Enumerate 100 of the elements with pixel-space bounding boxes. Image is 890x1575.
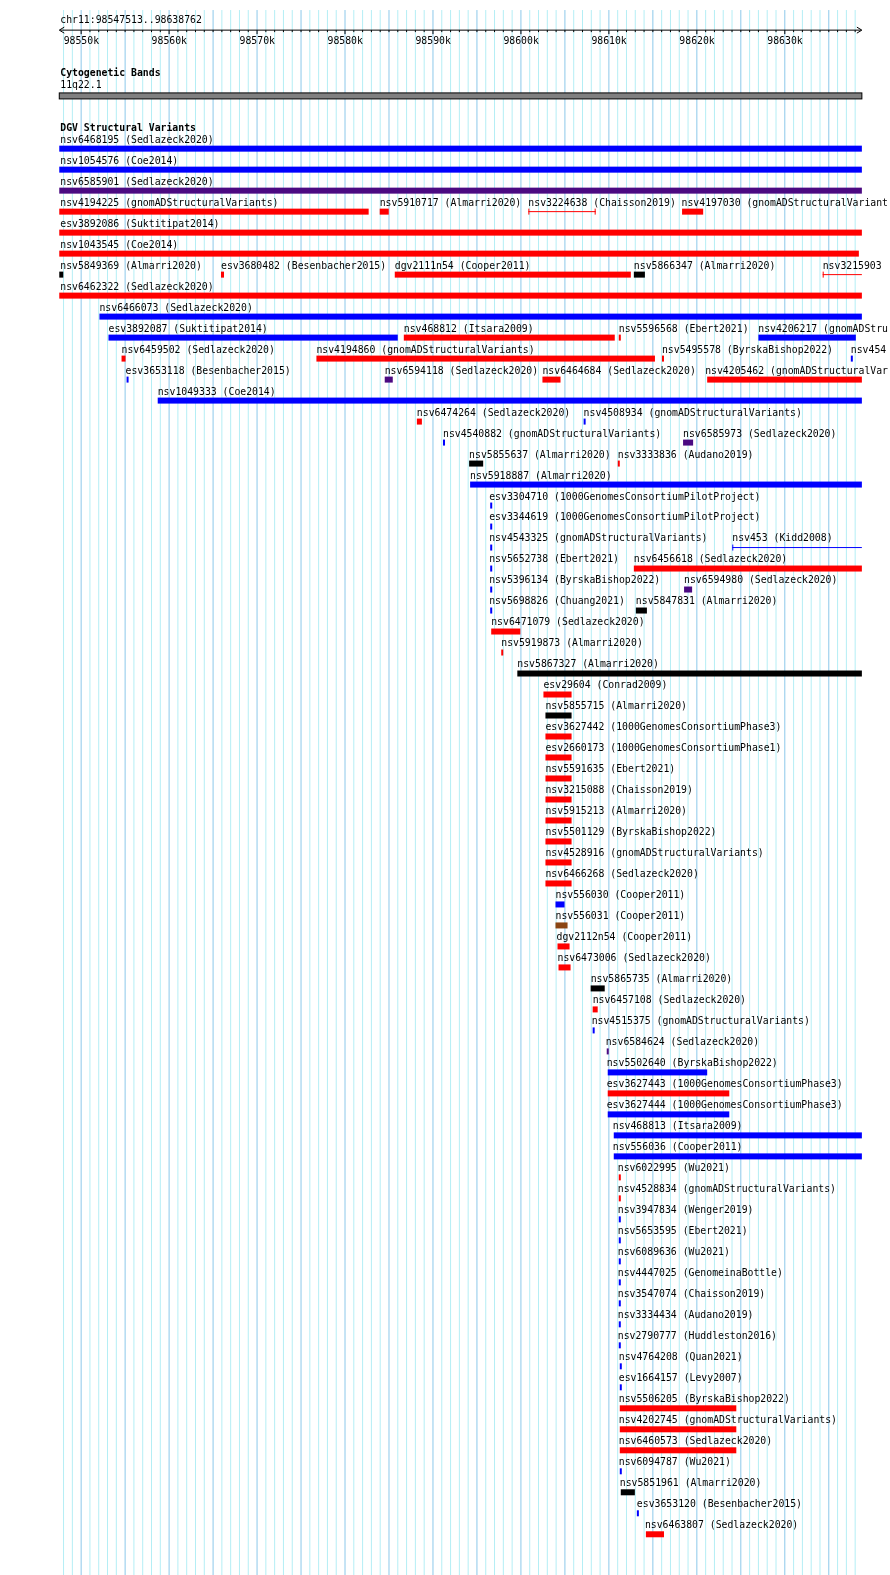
variant-label: nsv4206217 (gnomADStru (758, 322, 888, 334)
variant-label: nsv5855715 (Almarri2020) (545, 700, 687, 712)
variant-label: nsv6457108 (Sedlazeck2020) (592, 994, 746, 1006)
variant-label: esv3680482 (Besenbacher2015) (221, 259, 387, 271)
variant-label: nsv1043545 (Coe2014) (60, 238, 179, 250)
variant-label: nsv454 (850, 343, 887, 355)
variant-label: esv3627444 (1000GenomesConsortiumPhase3) (606, 1099, 843, 1111)
variant-label: nsv556030 (Cooper2011) (555, 889, 686, 901)
variant-label: nsv5591635 (Ebert2021) (545, 763, 676, 775)
variant-label: nsv6585973 (Sedlazeck2020) (683, 427, 837, 439)
variant-label: nsv3215903 (822, 259, 882, 271)
variant-label: nsv6094787 (Wu2021) (618, 1456, 731, 1468)
variant-label: nsv6089636 (Wu2021) (617, 1246, 730, 1258)
variant-label: nsv5847831 (Almarri2020) (635, 595, 778, 607)
tick-label: 98630k (767, 35, 803, 47)
variant-label: nsv6466073 (Sedlazeck2020) (99, 301, 253, 313)
tick-label: 98620k (679, 35, 715, 47)
variant-label: nsv3224638 (Chaisson2019) (528, 196, 676, 208)
variant-label: nsv1054576 (Coe2014) (60, 154, 179, 166)
variant-label: nsv2790777 (Huddleston2016) (617, 1330, 778, 1342)
variant-label: nsv468812 (Itsara2009) (403, 322, 534, 334)
variant-label: nsv5855637 (Almarri2020) (469, 448, 611, 460)
variant-label: nsv4194225 (gnomADStructuralVariants) (60, 196, 279, 208)
variant-label: nsv4540882 (gnomADStructuralVariants) (443, 427, 662, 439)
tick-label: 98600k (503, 35, 539, 47)
variant-label: nsv3547074 (Chaisson2019) (617, 1288, 766, 1300)
variant-label: nsv6468195 (Sedlazeck2020) (60, 133, 214, 145)
variant-label: nsv6584624 (Sedlazeck2020) (605, 1036, 760, 1048)
variant-label: nsv5501129 (ByrskaBishop2022) (545, 826, 717, 838)
variant-label: nsv3947834 (Wenger2019) (617, 1204, 754, 1216)
variant-label: dgv2111n54 (Cooper2011) (394, 259, 531, 271)
variant-label: nsv6459502 (Sedlazeck2020) (121, 343, 275, 355)
track-title: DGV Structural Variants (60, 121, 196, 133)
variant-label: nsv5849369 (Almarri2020) (60, 259, 202, 271)
variant-label: nsv453 (Kidd2008) (732, 532, 833, 544)
variant-label: nsv4515375 (gnomADStructuralVariants) (591, 1015, 810, 1027)
variant-label: nsv6594118 (Sedlazeck2020) (384, 364, 539, 376)
variant-label: nsv5653595 (Ebert2021) (617, 1225, 748, 1237)
variant-label: nsv556031 (Cooper2011) (555, 910, 686, 922)
variant-label: esv3627443 (1000GenomesConsortiumPhase3) (606, 1078, 843, 1090)
variant-label: nsv6464684 (Sedlazeck2020) (542, 364, 696, 376)
variant-label: nsv4194860 (gnomADStructuralVariants) (316, 343, 535, 355)
variant-label: nsv4528834 (gnomADStructuralVariants) (617, 1183, 836, 1195)
variant-label: nsv4528916 (gnomADStructuralVariants) (545, 847, 764, 859)
variant-label: nsv6473006 (Sedlazeck2020) (557, 952, 711, 964)
variant-label: nsv4447025 (GenomeinaBottle) (617, 1267, 783, 1279)
variant-label: nsv4508934 (gnomADStructuralVariants) (583, 406, 802, 418)
variant-label: nsv1049333 (Coe2014) (157, 385, 276, 397)
track-title: Cytogenetic Bands (60, 67, 161, 79)
variant-label: nsv5506205 (ByrskaBishop2022) (618, 1393, 790, 1405)
variant-label: nsv5915213 (Almarri2020) (545, 805, 687, 817)
variant-label: esv29604 (Conrad2009) (543, 679, 668, 691)
variant-label: nsv6460573 (Sedlazeck2020) (618, 1435, 773, 1447)
variant-label: nsv4764208 (Quan2021) (618, 1351, 743, 1363)
variant-label: nsv468813 (Itsara2009) (612, 1120, 743, 1132)
variant-label: esv3627442 (1000GenomesConsortiumPhase3) (545, 721, 782, 733)
variant-label: nsv5396134 (ByrskaBishop2022) (489, 574, 661, 586)
variant-label: nsv6466268 (Sedlazeck2020) (545, 868, 699, 880)
variant-label: nsv5866347 (Almarri2020) (633, 259, 776, 271)
variant-label: esv3344619 (1000GenomesConsortiumPilotProject) (489, 511, 761, 523)
variant-label: esv3892086 (Suktitipat2014) (60, 217, 220, 229)
variant-label: nsv5596568 (Ebert2021) (618, 322, 749, 334)
variant-label: nsv6022995 (Wu2021) (617, 1162, 730, 1174)
variant-label: nsv4202745 (gnomADStructuralVariants) (618, 1414, 837, 1426)
variant-label: esv2660173 (1000GenomesConsortiumPhase1) (545, 742, 782, 754)
variant-label: nsv6456618 (Sedlazeck2020) (633, 553, 788, 565)
variant-label: nsv5698826 (Chuang2021) (489, 595, 625, 607)
variant-label: esv1664157 (Levy2007) (618, 1372, 743, 1384)
tick-label: 98580k (327, 35, 363, 47)
band-label: 11q22.1 (60, 79, 102, 91)
variant-label: nsv4543325 (gnomADStructuralVariants) (489, 532, 708, 544)
variant-label: nsv5910717 (Almarri2020) (379, 196, 522, 208)
variant-label: nsv6462322 (Sedlazeck2020) (60, 280, 214, 292)
variant-label: nsv3333836 (Audano2019) (617, 448, 754, 460)
variant-label: nsv5851961 (Almarri2020) (619, 1477, 762, 1489)
variant-label: nsv6474264 (Sedlazeck2020) (416, 406, 571, 418)
variant-label: nsv5865735 (Almarri2020) (590, 973, 733, 985)
tick-label: 98560k (151, 35, 187, 47)
variant-label: nsv556036 (Cooper2011) (612, 1141, 743, 1153)
variant-label: nsv6471079 (Sedlazeck2020) (491, 616, 645, 628)
tick-label: 98590k (415, 35, 451, 47)
tick-label: 98570k (239, 35, 275, 47)
variant-label: nsv5918887 (Almarri2020) (470, 469, 612, 481)
variant-label: dgv2112n54 (Cooper2011) (556, 931, 693, 943)
variant-label: esv3892087 (Suktitipat2014) (108, 322, 268, 334)
variant-label: nsv5867327 (Almarri2020) (517, 658, 659, 670)
variant-label: nsv5502640 (ByrskaBishop2022) (606, 1057, 778, 1069)
variant-label: esv3304710 (1000GenomesConsortiumPilotProject) (489, 490, 761, 502)
variant-label: nsv5495578 (ByrskaBishop2022) (661, 343, 834, 355)
variant-label: nsv3215088 (Chaisson2019) (545, 784, 693, 796)
variant-label: nsv5919873 (Almarri2020) (501, 637, 643, 649)
variant-label: esv3653118 (Besenbacher2015) (125, 364, 291, 376)
variant-label: nsv4197030 (gnomADStructuralVariant (681, 196, 888, 208)
variant-label: nsv4205462 (gnomADStructuralVar (705, 364, 888, 376)
tick-label: 98610k (591, 35, 627, 47)
tick-label: 98550k (63, 35, 100, 47)
variant-label: nsv3334434 (Audano2019) (617, 1309, 754, 1321)
variant-label: nsv6463807 (Sedlazeck2020) (644, 1519, 799, 1531)
variant-label: nsv6594980 (Sedlazeck2020) (684, 574, 838, 586)
region-title: chr11:98547513..98638762 (60, 14, 202, 26)
